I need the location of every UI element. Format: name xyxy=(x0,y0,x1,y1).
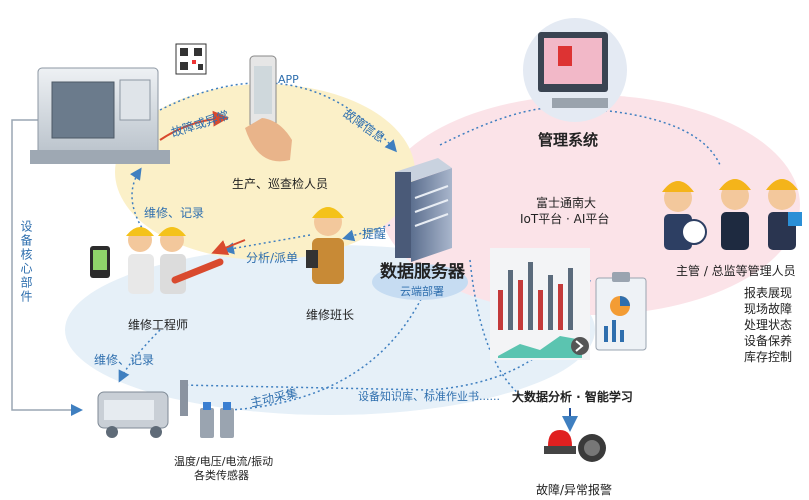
managers-label: 主管 / 总监等管理人员 xyxy=(676,264,796,278)
maintenance-team-leader-label: 维修班长 xyxy=(306,308,355,322)
sensor-icon xyxy=(97,380,234,438)
cnc-machine-icon xyxy=(30,67,170,164)
maintenance-engineer-label: 维修工程师 xyxy=(128,318,189,332)
pink-zone xyxy=(380,95,800,315)
platform-line1-label: 富士通南大 xyxy=(536,196,597,210)
equipment-core-parts-label: 设备核心部件 xyxy=(19,220,33,304)
report-item: 处理状态 xyxy=(744,318,793,332)
management-system-label: 管理系统 xyxy=(538,131,599,149)
report-items-list: 报表展现 现场故障 处理状态 设备保养 库存控制 xyxy=(744,285,792,365)
app-label: APP xyxy=(278,73,299,86)
platform-line2-label: IoT平台 · AI平台 xyxy=(520,212,610,226)
report-item: 报表展现 xyxy=(744,286,793,300)
computer-icon xyxy=(523,18,627,122)
big-data-line xyxy=(469,259,521,396)
core-parts-bracket xyxy=(11,119,83,416)
alarm-light-icon xyxy=(544,430,576,454)
sensors-line1-label: 温度/电压/电流/振动 xyxy=(174,455,274,468)
cloud-deploy-label: 云端部署 xyxy=(400,285,444,298)
report-item: 现场故障 xyxy=(744,302,793,316)
remind-label: 提醒 xyxy=(362,227,387,241)
record-top-arrow xyxy=(130,167,151,241)
maintenance-record-bottom-label: 维修、记录 xyxy=(94,353,155,367)
knowledge-base-label: 设备知识库、标准作业书...... xyxy=(358,390,500,403)
qr-code-icon xyxy=(175,43,207,75)
fault-alarm-label: 故障/异常报警 xyxy=(536,483,613,497)
fault-red-arrow xyxy=(159,110,229,141)
worker-icon xyxy=(90,207,344,294)
report-item: 库存控制 xyxy=(744,350,793,364)
data-server-label: 数据服务器 xyxy=(380,262,465,282)
big-data-label: 大数据分析 · 智能学习 xyxy=(512,390,633,404)
server-icon xyxy=(372,158,468,300)
maintenance-record-top-label: 维修、记录 xyxy=(144,206,205,220)
manager-icon xyxy=(662,179,802,250)
analysis-arrow xyxy=(222,234,311,255)
active-collection-arrow xyxy=(229,277,433,411)
management-loop xyxy=(599,109,721,166)
speaker-icon xyxy=(578,434,606,462)
report-item: 设备保养 xyxy=(744,334,793,348)
dispatch-red-arrow xyxy=(211,239,246,255)
sensors-line2-label: 各类传感器 xyxy=(194,469,249,482)
analysis-dispatch-label: 分析/派单 xyxy=(246,251,299,265)
clipboard-icon xyxy=(571,272,647,355)
to-management-arrow xyxy=(439,101,563,146)
production-inspectors-label: 生产、巡查检人员 xyxy=(232,177,329,191)
fault-info-arrow xyxy=(159,82,397,153)
phone-hand-icon xyxy=(245,55,292,162)
